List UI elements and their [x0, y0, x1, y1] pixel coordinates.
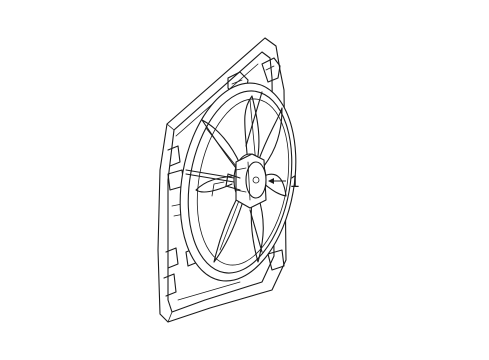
callout-number: 1: [290, 172, 299, 191]
fan-blades: [195, 95, 287, 263]
callout-1: 1: [268, 172, 299, 191]
fan-motor: [211, 153, 267, 209]
leader-arrowhead: [268, 178, 274, 184]
motor-struts: [185, 91, 263, 253]
